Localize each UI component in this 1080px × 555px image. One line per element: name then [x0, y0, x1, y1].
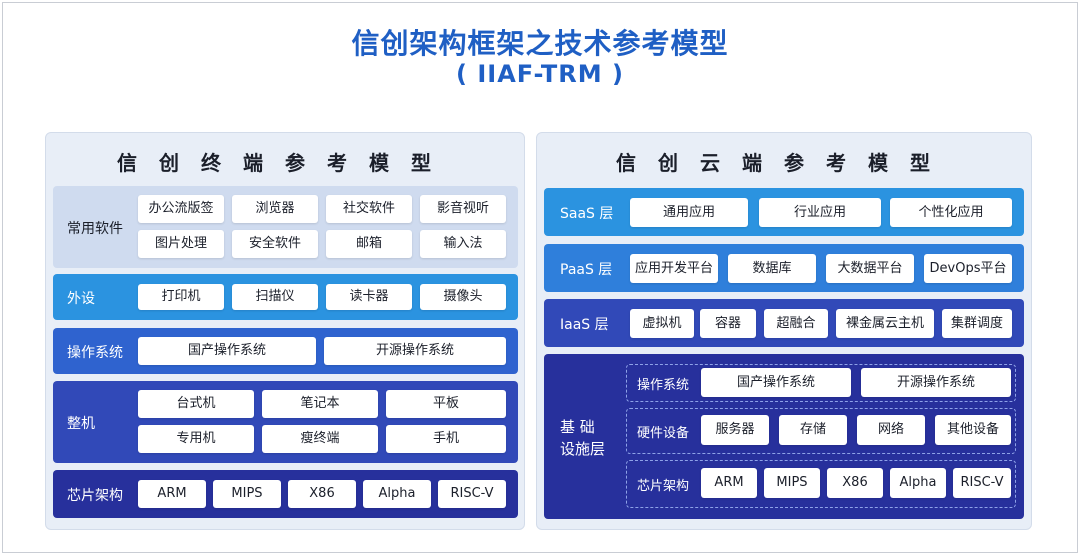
terminal-row-os: 操作系统 国产操作系统 开源操作系统	[53, 328, 518, 374]
chip: 办公流版签	[138, 195, 224, 223]
chip: 其他设备	[935, 415, 1011, 445]
row-label: 芯片架构	[67, 488, 123, 504]
chip: 打印机	[138, 284, 224, 310]
cloud-panel: 信创云端参考模型 SaaS 层 通用应用 行业应用 个性化应用 PaaS 层 应…	[536, 132, 1032, 530]
chip: 台式机	[138, 390, 254, 418]
chip: 邮箱	[326, 230, 412, 258]
chip: 开源操作系统	[861, 368, 1011, 397]
chip: 国产操作系统	[138, 337, 316, 365]
row-label: 硬件设备	[637, 426, 690, 441]
chip: 浏览器	[232, 195, 318, 223]
chip: 手机	[386, 425, 506, 453]
chip: ARM	[138, 480, 206, 508]
chip: 应用开发平台	[630, 254, 718, 283]
infra-hardware-group: 硬件设备 服务器 存储 网络 其他设备	[626, 408, 1016, 454]
terminal-row-peripherals: 外设 打印机 扫描仪 读卡器 摄像头	[53, 274, 518, 320]
chip: 存储	[779, 415, 847, 445]
cloud-panel-title: 信创云端参考模型	[616, 151, 952, 175]
row-label: 操作系统	[67, 345, 123, 361]
terminal-row-common-software: 常用软件 办公流版签 浏览器 社交软件 影音视听 图片处理 安全软件 邮箱 输入…	[53, 186, 518, 268]
chip: RISC-V	[438, 480, 506, 508]
chip: 行业应用	[759, 198, 881, 227]
chip: MIPS	[764, 468, 820, 498]
chip: 专用机	[138, 425, 254, 453]
chip: 网络	[857, 415, 925, 445]
infra-label-line2: 设施层	[560, 440, 606, 458]
terminal-panel: 信创终端参考模型 常用软件 办公流版签 浏览器 社交软件 影音视听 图片处理 安…	[45, 132, 525, 530]
chip: ARM	[701, 468, 757, 498]
infra-os-group: 操作系统 国产操作系统 开源操作系统	[626, 364, 1016, 402]
infra-label-line1: 基 础	[560, 418, 595, 436]
chip: 个性化应用	[890, 198, 1012, 227]
chip: 开源操作系统	[324, 337, 506, 365]
infra-chip-group: 芯片架构 ARM MIPS X86 Alpha RISC-V	[626, 460, 1016, 508]
row-label: 芯片架构	[637, 479, 690, 494]
chip: 扫描仪	[232, 284, 318, 310]
chip: RISC-V	[953, 468, 1011, 498]
terminal-row-chip: 芯片架构 ARM MIPS X86 Alpha RISC-V	[53, 470, 518, 518]
row-label: 外设	[67, 291, 95, 307]
terminal-panel-title: 信创终端参考模型	[117, 151, 453, 175]
chip: 摄像头	[420, 284, 506, 310]
cloud-row-saas: SaaS 层 通用应用 行业应用 个性化应用	[544, 188, 1024, 236]
chip: 社交软件	[326, 195, 412, 223]
chip: X86	[827, 468, 883, 498]
chip: 笔记本	[262, 390, 378, 418]
chip: 通用应用	[630, 198, 748, 227]
row-label: IaaS 层	[560, 317, 609, 333]
chip: 超融合	[764, 309, 828, 338]
chip: 瘦终端	[262, 425, 378, 453]
terminal-row-machine: 整机 台式机 笔记本 平板 专用机 瘦终端 手机	[53, 381, 518, 463]
chip: 裸金属云主机	[836, 309, 934, 338]
chip: 平板	[386, 390, 506, 418]
chip: 图片处理	[138, 230, 224, 258]
chip: 服务器	[701, 415, 769, 445]
row-label: 整机	[67, 416, 95, 432]
chip: 影音视听	[420, 195, 506, 223]
row-label: PaaS 层	[560, 262, 613, 278]
row-label: 常用软件	[67, 221, 123, 237]
chip: Alpha	[890, 468, 946, 498]
chip: 容器	[700, 309, 756, 338]
row-label: SaaS 层	[560, 206, 614, 222]
chip: DevOps平台	[924, 254, 1012, 283]
chip: X86	[288, 480, 356, 508]
chip: 大数据平台	[826, 254, 914, 283]
cloud-row-paas: PaaS 层 应用开发平台 数据库 大数据平台 DevOps平台	[544, 244, 1024, 292]
cloud-row-iaas: IaaS 层 虚拟机 容器 超融合 裸金属云主机 集群调度	[544, 299, 1024, 347]
row-label: 操作系统	[637, 378, 690, 393]
chip: 安全软件	[232, 230, 318, 258]
chip: 虚拟机	[630, 309, 694, 338]
chip: 国产操作系统	[701, 368, 851, 397]
chip: 数据库	[728, 254, 816, 283]
diagram-subtitle: ( IIAF-TRM )	[456, 60, 624, 88]
chip: MIPS	[213, 480, 281, 508]
diagram-title: 信创架构框架之技术参考模型	[351, 27, 729, 60]
cloud-row-infrastructure: 基 础 设施层 操作系统 国产操作系统 开源操作系统 硬件设备 服务器 存储 网…	[544, 354, 1024, 519]
chip: 集群调度	[942, 309, 1012, 338]
chip: 输入法	[420, 230, 506, 258]
chip: 读卡器	[326, 284, 412, 310]
chip: Alpha	[363, 480, 431, 508]
